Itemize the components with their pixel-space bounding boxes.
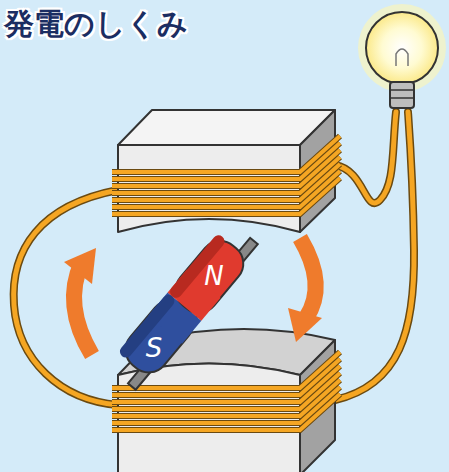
diagram-title: 発電のしくみ: [4, 4, 188, 45]
coil-turn: [112, 150, 340, 186]
magnet-north-shade: [168, 233, 227, 300]
bulb-thread: [390, 90, 414, 98]
light-bulb: [358, 4, 446, 108]
core-top: [118, 110, 335, 145]
coil-turn: [112, 136, 340, 172]
bulb-filament: [396, 49, 408, 66]
rotation-arrows: [64, 238, 322, 355]
coil-turn: [112, 178, 340, 214]
pole-label: S: [146, 333, 163, 363]
upper-coil: [112, 136, 340, 214]
wires: [14, 112, 414, 405]
bulb-glass: [366, 12, 438, 84]
bulb-glow: [358, 4, 446, 92]
wire: [335, 112, 396, 203]
pole-label: N: [204, 261, 223, 291]
coil-turn: [112, 143, 340, 179]
arrow-head: [64, 248, 96, 284]
coil-turn: [112, 171, 340, 207]
bulb-base: [390, 82, 414, 108]
bar-magnet: [107, 220, 263, 394]
coil-turn: [112, 394, 340, 430]
coil-turn: [112, 136, 340, 172]
coil-turn: [112, 164, 340, 200]
rotation-arrow: [300, 238, 316, 318]
magnet-north: [168, 233, 252, 321]
wire: [14, 190, 118, 405]
wire: [335, 112, 414, 400]
coil-turn: [112, 387, 340, 423]
arrow-head: [288, 308, 322, 342]
wire: [335, 112, 414, 400]
coil-turn: [112, 157, 340, 193]
coil-turn: [112, 380, 340, 416]
wire: [14, 190, 118, 405]
wire: [335, 112, 396, 203]
